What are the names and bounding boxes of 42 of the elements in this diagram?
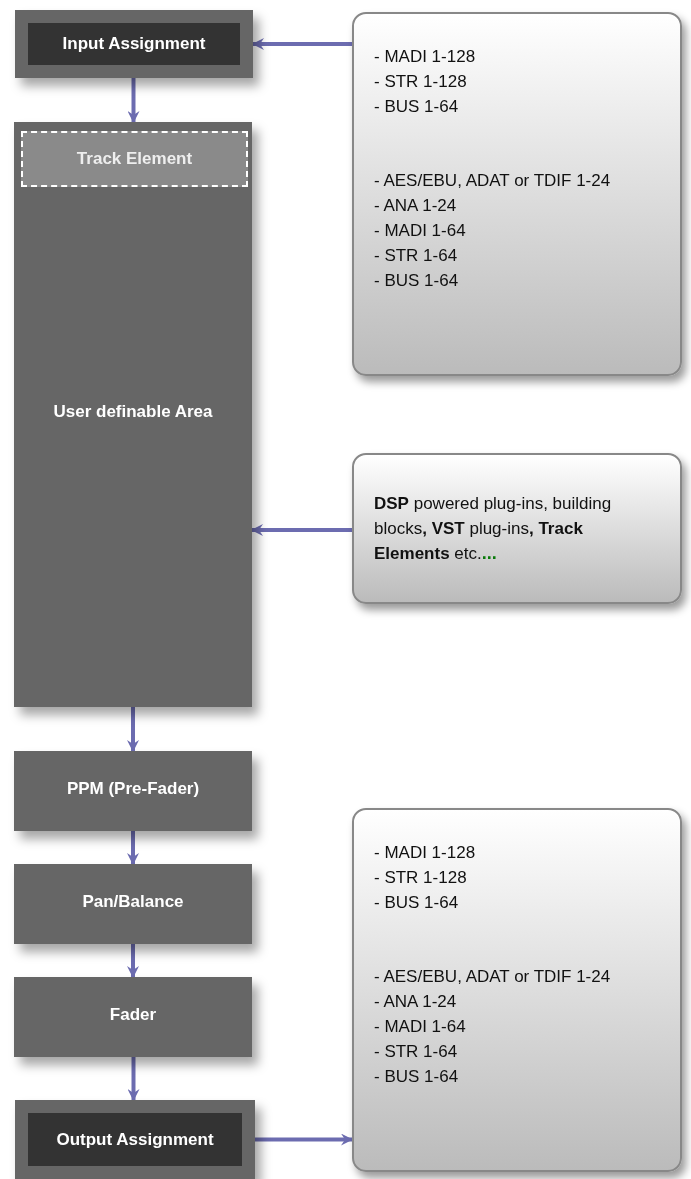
label: Fader [108, 1005, 158, 1025]
list-item: - MADI 1-64 [374, 220, 467, 242]
list-item: - STR 1-64 [374, 1041, 459, 1063]
dashed-box [21, 131, 248, 187]
list-item: - BUS 1-64 [374, 96, 460, 118]
list-item: - ANA 1-24 [374, 195, 458, 217]
label: Output Assignment [28, 1113, 242, 1166]
list-item: - MADI 1-128 [374, 46, 477, 68]
list-item: - BUS 1-64 [374, 892, 460, 914]
list-item: - ANA 1-24 [374, 991, 458, 1013]
arrow [252, 38, 352, 50]
list-item: - STR 1-128 [374, 867, 468, 889]
list-item: - STR 1-64 [374, 245, 459, 267]
process-box [14, 751, 252, 831]
list-item: - MADI 1-128 [374, 842, 477, 864]
arrow [255, 1133, 353, 1146]
label: PPM (Pre-Fader) [65, 779, 201, 799]
list-item: - BUS 1-64 [374, 270, 460, 292]
list-item: - BUS 1-64 [374, 1066, 460, 1088]
process-box [14, 977, 252, 1057]
list-item: - STR 1-128 [374, 71, 468, 93]
list-item: - AES/EBU, ADAT or TDIF 1-24 [374, 966, 612, 988]
arrow [127, 944, 139, 978]
process-box [14, 864, 252, 944]
area-box [14, 122, 252, 707]
arrow [251, 524, 352, 536]
note-box [352, 453, 682, 604]
info-box [352, 808, 682, 1172]
assignment-box [15, 1100, 255, 1179]
arrow [127, 1057, 140, 1101]
info-box [352, 12, 682, 376]
arrow [127, 831, 139, 865]
label: Pan/Balance [81, 892, 185, 912]
list-item: - MADI 1-64 [374, 1016, 467, 1038]
list-item: - AES/EBU, ADAT or TDIF 1-24 [374, 170, 612, 192]
arrow [127, 707, 139, 752]
description: DSP powered plug-ins, building blocks, VST plug-ins, Track Elements etc.... [374, 493, 613, 565]
label: User definable Area [52, 402, 214, 422]
label: Track Element [75, 149, 194, 169]
assignment-box [15, 10, 253, 78]
arrow [127, 78, 140, 123]
label: Input Assignment [28, 23, 240, 65]
